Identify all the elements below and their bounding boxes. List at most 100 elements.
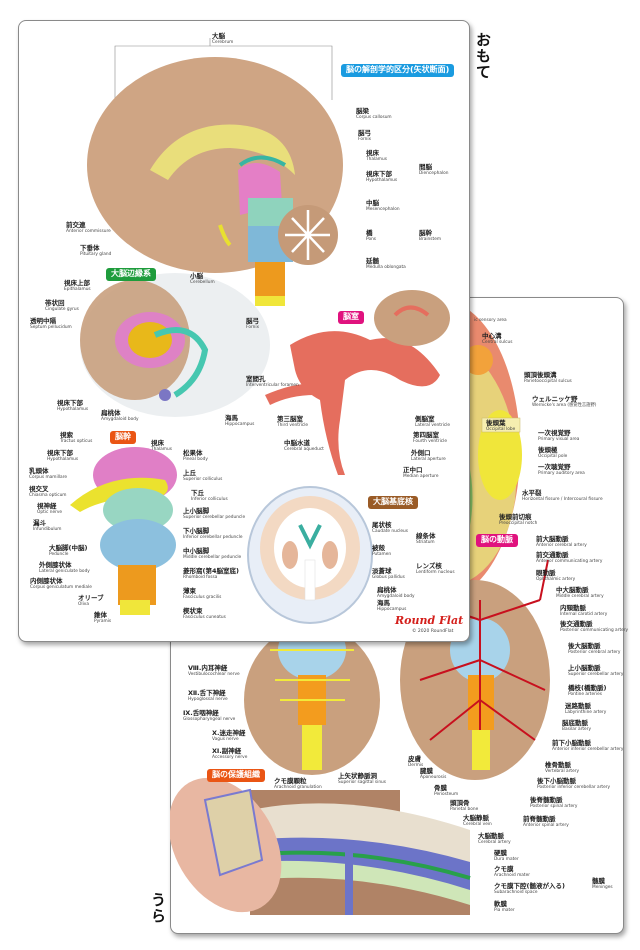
label-english: Cerebral artery xyxy=(478,839,511,845)
label-japanese: 松果体 xyxy=(183,449,203,457)
back-section-badge: 脳の動脈 xyxy=(476,534,518,547)
label-english: Anterior spinal artery xyxy=(523,822,569,828)
label-japanese: 大脳 xyxy=(212,32,225,40)
label-english: Hypoglossal nerve xyxy=(188,696,228,702)
label-japanese: 大脳動脈 xyxy=(478,832,504,840)
label-japanese: 視床上部 xyxy=(64,279,90,287)
label-japanese: 側脳室 xyxy=(415,415,435,423)
label-japanese: 脳底動脈 xyxy=(562,719,588,727)
label-english: Labyrinthine artery xyxy=(565,709,607,715)
label-english: Thalamus xyxy=(151,446,172,452)
label-japanese: 視交叉 xyxy=(29,485,49,493)
label-english: Hypothalamus xyxy=(57,406,89,412)
label-japanese: 第三脳室 xyxy=(277,415,303,423)
back-label-subarachnoid-space: クモ膜下腔(髄液が入る)Subarachnoid space xyxy=(494,883,565,895)
label-english: Cerebral aqueduct xyxy=(284,446,324,452)
label-english: Infundibulum xyxy=(33,526,62,532)
label-english: Periosteum xyxy=(434,791,459,797)
label-english: Internal carotid artery xyxy=(560,611,608,617)
label-japanese: 視索 xyxy=(60,431,73,439)
label-english: Septum pellucidum xyxy=(30,324,72,330)
label-japanese: 迷路動脈 xyxy=(565,702,591,710)
label-english: Pons xyxy=(366,236,377,242)
label-english: Third ventricle xyxy=(277,422,309,428)
label-japanese: 皮膚 xyxy=(408,755,421,763)
label-english: Ophthalmic artery xyxy=(536,576,576,582)
label-japanese: 第四脳室 xyxy=(413,431,439,439)
label-japanese: 外側口 xyxy=(411,449,431,457)
label-japanese: 下小脳脚 xyxy=(183,527,209,535)
label-japanese: 軟膜 xyxy=(494,900,507,908)
label-english: Putamen xyxy=(372,551,392,557)
label-english: Wernicke's area (感覚性言語野) xyxy=(532,402,597,408)
label-english: Meninges xyxy=(592,884,613,890)
label-english: Fasciculus gracilis xyxy=(183,594,222,600)
label-english: Globus pallidus xyxy=(372,574,405,580)
label-japanese: 中小脳脚 xyxy=(183,547,209,555)
label-english: Optic nerve xyxy=(37,509,63,515)
label-english: Fornix xyxy=(358,136,372,142)
label-japanese: 視床 xyxy=(366,149,379,157)
label-english: Epithalamus xyxy=(64,286,91,292)
label-english: Glossopharyngeal nerve xyxy=(183,716,236,722)
label-english: Arachnoid granulation xyxy=(274,784,322,790)
label-english: Anterior commissure xyxy=(66,228,111,234)
label-english: Central sulcus xyxy=(482,339,513,345)
label-japanese: Ⅹ.迷走神経 xyxy=(212,729,246,737)
label-japanese: 正中口 xyxy=(403,466,423,474)
label-english: Parietal bone xyxy=(450,806,479,812)
label-english: Vagus nerve xyxy=(212,736,239,742)
label-english: Primary visual area xyxy=(538,436,580,442)
back-side-label: うら xyxy=(149,892,167,924)
back-label-pontine-arteries: 橋枝(橋動脈)Pontine arteries xyxy=(568,685,606,697)
front-section-badge: 大脳基底核 xyxy=(368,496,418,509)
label-japanese: クモ膜 xyxy=(494,865,514,873)
label-english: Cerebrum xyxy=(212,39,234,45)
label-english: Lateral ventricle xyxy=(415,422,451,428)
label-japanese: 頭頂後頭溝 xyxy=(524,371,557,379)
label-english: Anterior cerebral artery xyxy=(536,542,587,548)
label-english: Superior cerebellar artery xyxy=(568,671,624,677)
front-label-peduncle: 大脳脚(中脳)Peduncle xyxy=(49,545,87,557)
label-english: Superior cerebellar peduncle xyxy=(183,514,246,520)
label-japanese: レンズ核 xyxy=(416,562,442,570)
front-section-badge: 脳の解剖学的区分(矢状断面) xyxy=(341,64,455,77)
label-japanese: 眼動脈 xyxy=(536,569,556,577)
label-japanese: 錐体 xyxy=(94,611,107,619)
label-english: Horizontal fissure / Intercoural fissure xyxy=(522,496,603,502)
label-japanese: 透明中隔 xyxy=(30,317,56,325)
label-english: Pituitary gland xyxy=(80,251,112,257)
